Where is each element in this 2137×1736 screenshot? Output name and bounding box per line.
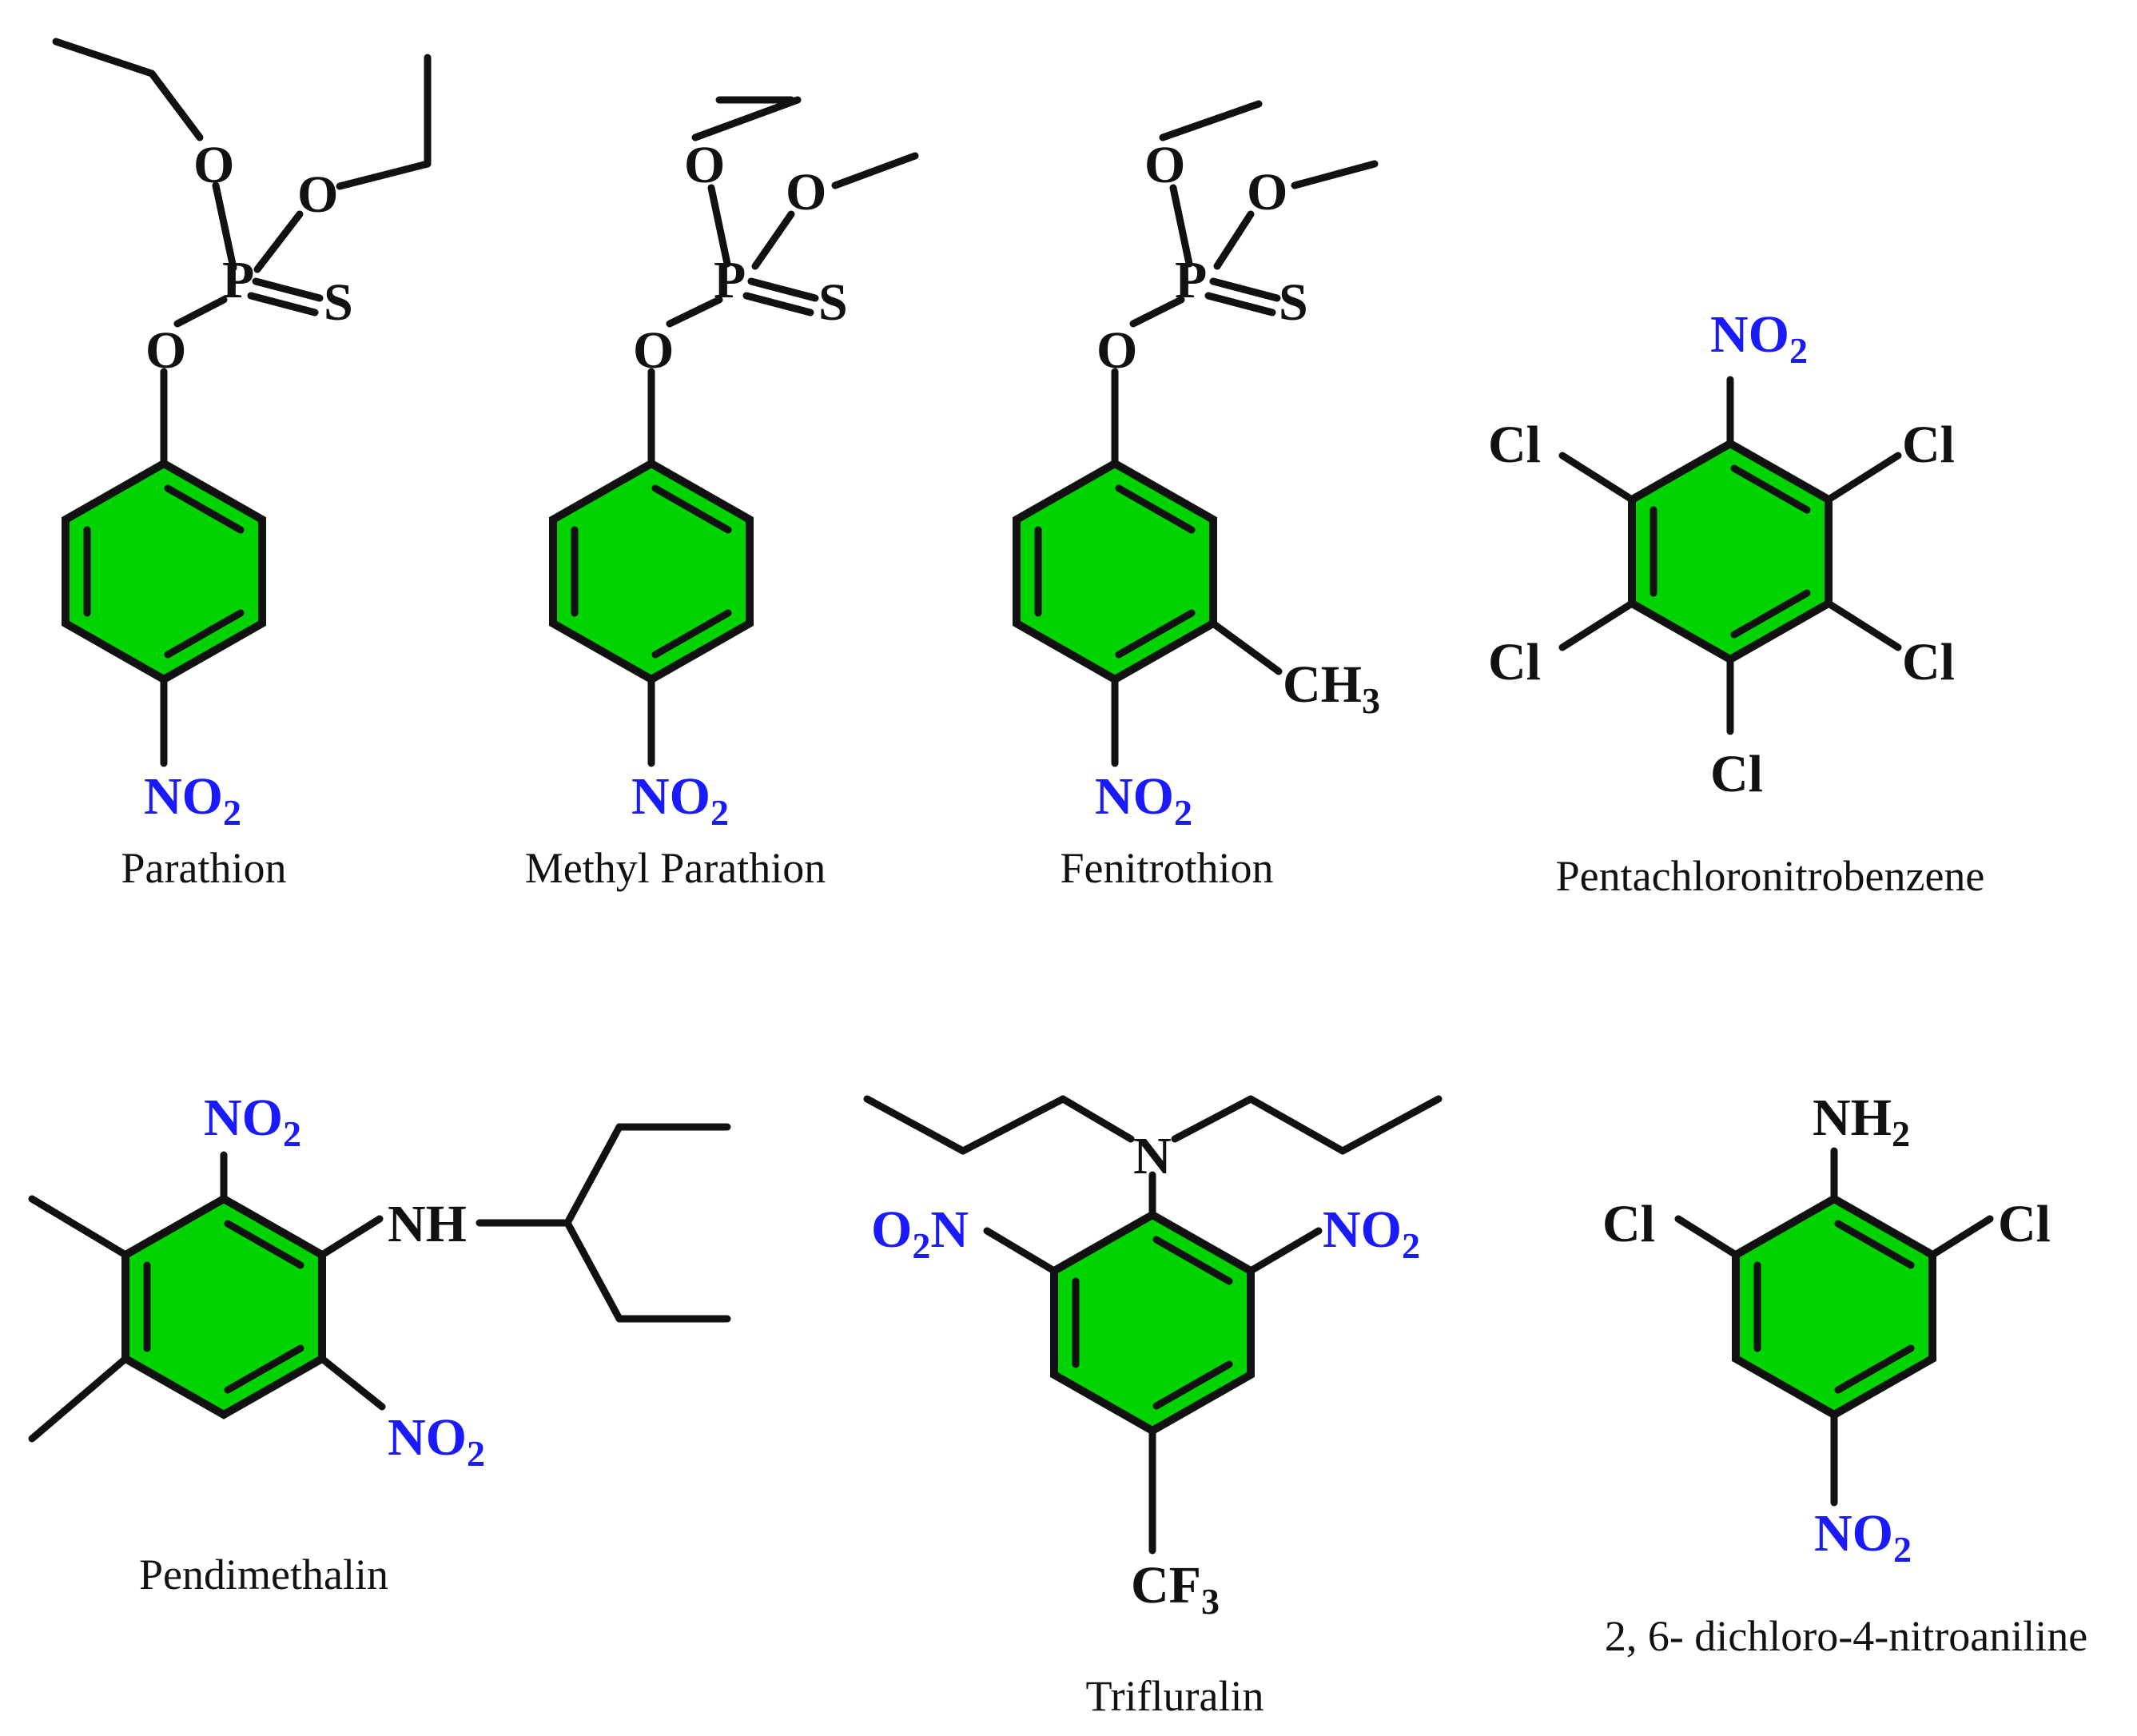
molecule-name: Pentachloronitrobenzene: [1556, 852, 1985, 900]
nitro-no: NO: [388, 1408, 467, 1467]
pcnb-ring: [1628, 439, 1833, 664]
nitro-no: NO: [631, 767, 710, 826]
subscript-2: 2: [223, 792, 241, 833]
nitro-no: NO: [144, 767, 223, 826]
atom-chlorine: Cl: [1998, 1195, 2051, 1253]
subscript-2: 2: [1174, 792, 1192, 833]
atom-phosphorus: P: [714, 251, 746, 309]
cf-label: CF: [1131, 1556, 1201, 1615]
nitro-o: O: [871, 1200, 912, 1259]
atom-chlorine: Cl: [1710, 745, 1763, 803]
nitro-no: NO: [1814, 1504, 1893, 1563]
methyl-group: CH3: [1283, 655, 1380, 721]
subscript-2: 2: [710, 792, 729, 833]
atom-sulfur: S: [818, 273, 848, 332]
benzene-ring: [1013, 459, 1217, 684]
subscript-2: 2: [1892, 1113, 1910, 1154]
atom-sulfur: S: [1279, 273, 1308, 332]
atom-chlorine: Cl: [1488, 633, 1541, 691]
nitro-no: NO: [204, 1089, 283, 1147]
atom-phosphorus: P: [1175, 251, 1207, 309]
molecule-name: 2, 6- dichloro-4-nitroaniline: [1605, 1612, 2087, 1660]
molecule-name: Parathion: [121, 844, 287, 892]
nitro-group: NO2: [631, 767, 729, 833]
subscript-3: 3: [1201, 1581, 1220, 1622]
nitro-no: NO: [1095, 767, 1174, 826]
nitro-group: NO2: [1095, 767, 1192, 833]
molecule-trifluralin: N O2N NO2 CF3 Trifluralin: [863, 1095, 1443, 1720]
nitro-group: NO2: [144, 767, 241, 833]
nitro-group: NO2: [1323, 1200, 1420, 1266]
trifluoromethyl-group: CF3: [1131, 1556, 1220, 1622]
benzene-ring: [62, 459, 266, 684]
fenitrothion-ring: [1013, 459, 1217, 684]
dcna-bonds: [1674, 1147, 1994, 1507]
nitro-no: NO: [1323, 1200, 1402, 1259]
atom-oxygen: O: [193, 136, 234, 194]
methyl-parathion-ring: [549, 459, 754, 684]
pcnb-bonds: [1558, 376, 1902, 735]
atom-oxygen: O: [786, 163, 826, 221]
nitro-group: NO2: [1814, 1504, 1912, 1570]
atom-oxygen: O: [297, 165, 338, 224]
benzene-ring: [121, 1194, 326, 1419]
amino-nh: NH: [1813, 1089, 1892, 1147]
atom-oxygen: O: [145, 321, 186, 380]
atom-oxygen: O: [633, 321, 674, 380]
fenitrothion-bonds: [1111, 100, 1379, 767]
molecule-dichloronitroaniline: NH2 Cl Cl NO2 2, 6- dichloro-4-nitroanil…: [1602, 1089, 2087, 1660]
molecule-name: Fenitrothion: [1061, 844, 1274, 892]
subscript-2: 2: [467, 1433, 485, 1474]
nitro-group: NO2: [388, 1408, 485, 1474]
atom-chlorine: Cl: [1488, 416, 1541, 474]
nitro-group: NO2: [1710, 305, 1808, 371]
subscript-2: 2: [912, 1225, 930, 1266]
benzene-ring: [549, 459, 754, 684]
atom-oxygen: O: [1096, 321, 1137, 380]
benzene-ring: [1732, 1194, 1936, 1419]
nitro-group-left: O2N: [871, 1200, 969, 1266]
methyl-ch: CH: [1283, 655, 1362, 714]
subscript-2: 2: [1893, 1529, 1912, 1570]
atom-chlorine: Cl: [1902, 416, 1955, 474]
subscript-2: 2: [1402, 1225, 1420, 1266]
amino-group: NH2: [1813, 1089, 1910, 1154]
molecule-methyl-parathion: O O P S O NO2 Methyl Parathion: [525, 96, 919, 892]
subscript-2: 2: [1789, 330, 1808, 371]
molecule-name: Methyl Parathion: [525, 844, 826, 892]
molecule-pendimethalin: NO2 NH NO2 Pendimethalin: [28, 1089, 731, 1599]
molecule-pentachloronitrobenzene: NO2 Cl Cl Cl Cl Cl Pentachloronitrobenze…: [1488, 305, 1984, 900]
amine-nh: NH: [388, 1195, 467, 1253]
molecule-fenitrothion: O O P S O CH3 NO2 Fenitrothion: [1013, 100, 1380, 892]
molecule-parathion: O O P S O NO2 Parathion: [52, 38, 432, 892]
pendimethalin-ring: [121, 1194, 326, 1419]
atom-sulfur: S: [324, 273, 353, 332]
atom-chlorine: Cl: [1902, 633, 1955, 691]
parathion-ring: [62, 459, 266, 684]
benzene-ring: [1050, 1210, 1255, 1435]
nitro-n: N: [930, 1200, 969, 1259]
atom-oxygen: O: [684, 136, 725, 194]
trifluralin-bonds: [863, 1095, 1443, 1555]
atom-chlorine: Cl: [1602, 1195, 1655, 1253]
pendimethalin-bonds: [28, 1123, 731, 1443]
benzene-ring: [1628, 439, 1833, 664]
dcna-ring: [1732, 1194, 1936, 1419]
molecule-name: Pendimethalin: [139, 1551, 388, 1599]
parathion-bonds: [52, 38, 432, 767]
molecule-name: Trifluralin: [1085, 1672, 1263, 1720]
trifluralin-ring: [1050, 1210, 1255, 1435]
atom-nitrogen: N: [1133, 1127, 1172, 1185]
atom-oxygen: O: [1247, 163, 1287, 221]
atom-oxygen: O: [1144, 136, 1185, 194]
subscript-2: 2: [283, 1113, 301, 1154]
nitro-no: NO: [1710, 305, 1789, 364]
subscript-3: 3: [1362, 680, 1380, 721]
nitro-group: NO2: [204, 1089, 301, 1154]
methyl-parathion-bonds: [647, 96, 919, 767]
atom-phosphorus: P: [222, 251, 254, 309]
